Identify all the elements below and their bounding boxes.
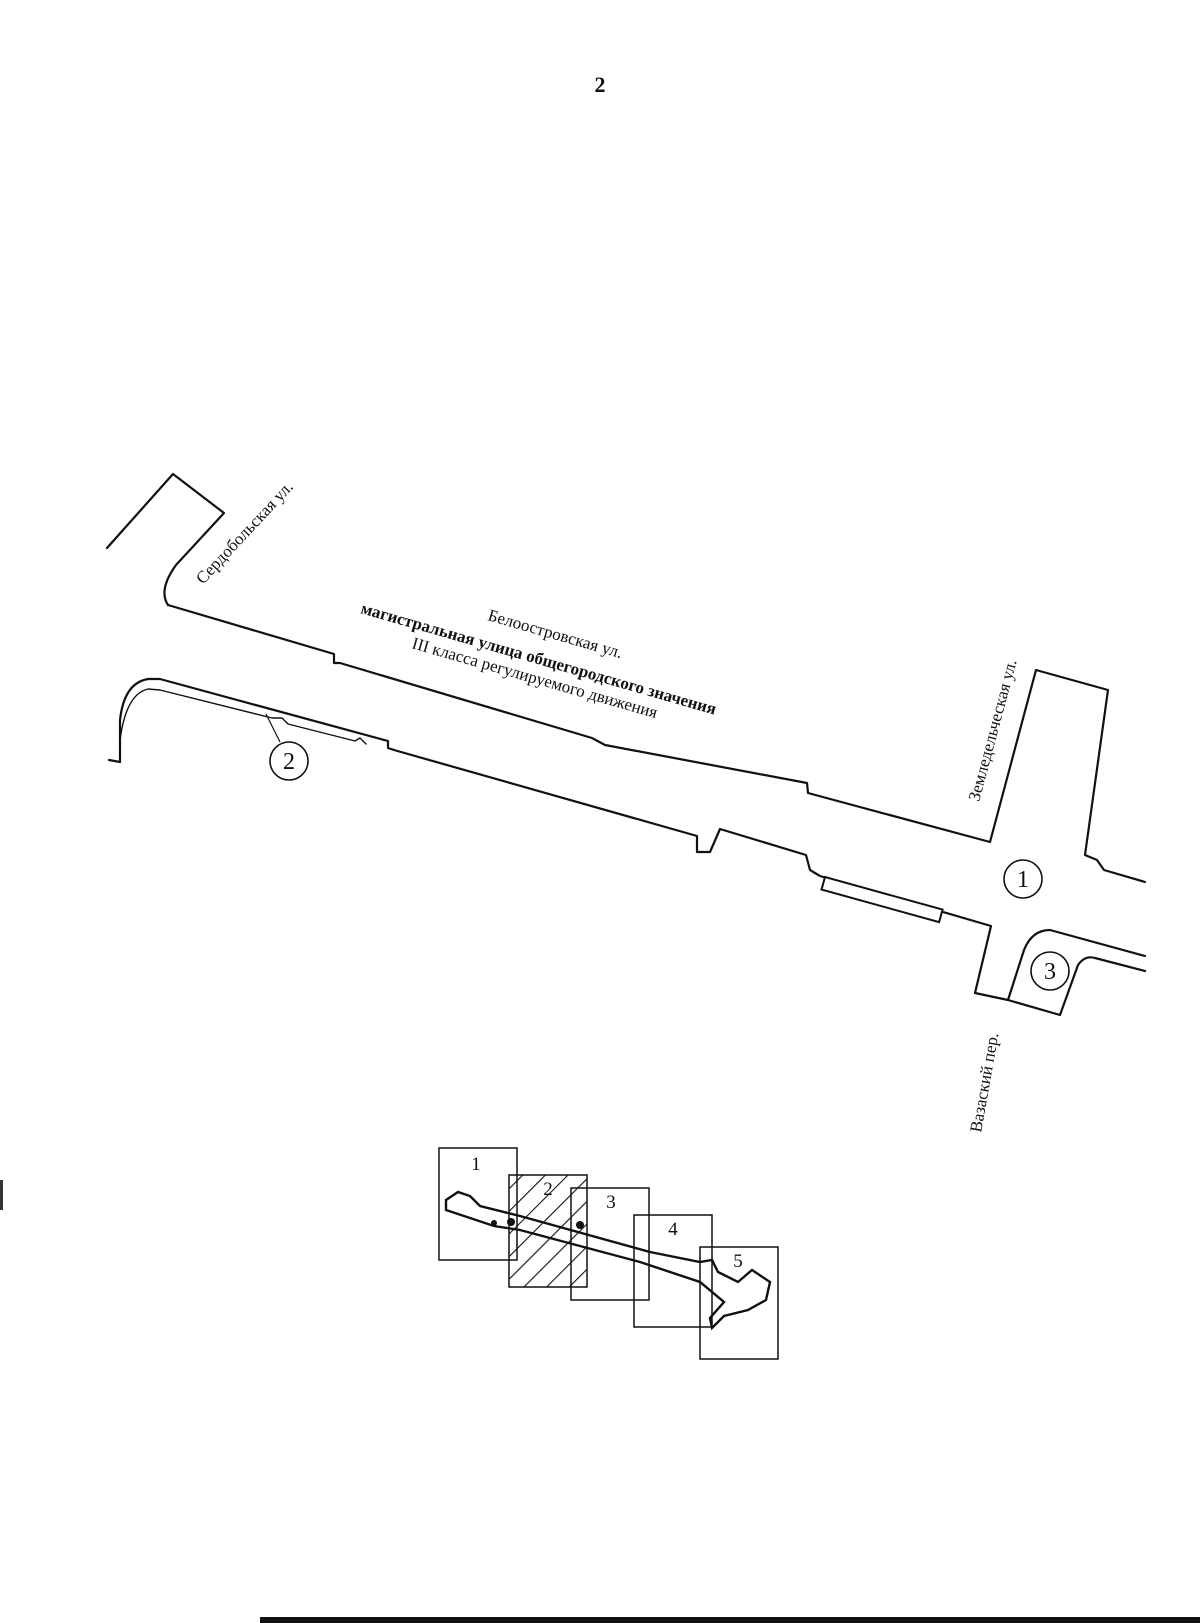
sheet-2 — [508, 1174, 588, 1288]
marker-2-leader — [265, 713, 281, 743]
svg-text:1: 1 — [1017, 867, 1029, 893]
label-vazasky: Вазаский пер. — [966, 1031, 1002, 1134]
marker-1: 1 — [1003, 859, 1043, 899]
sheet-label-3: 3 — [606, 1192, 616, 1213]
serdobolskaya-outline — [105, 472, 226, 607]
marker-3: 3 — [1030, 951, 1070, 991]
page-number: 2 — [594, 72, 606, 97]
scan-edge-mark — [0, 1180, 3, 1210]
label-zemledelcheskaya: Земледельческая ул. — [965, 657, 1021, 803]
vazasky-corner-block — [1006, 956, 1147, 1017]
sheet-5 — [699, 1246, 779, 1360]
svg-text:2: 2 — [283, 749, 295, 775]
beloostrovskaya-south-edge — [107, 677, 1010, 1002]
sheet-1 — [438, 1147, 518, 1261]
median-island — [820, 875, 944, 924]
sheet-label-4: 4 — [668, 1219, 678, 1240]
sheet-label-1: 1 — [471, 1154, 481, 1175]
sheet-label-2: 2 — [543, 1179, 553, 1200]
index-street-silhouette — [444, 1190, 772, 1331]
label-main-desc-1: магистральная улица общегородского значе… — [359, 599, 719, 719]
marker-2: 2 — [269, 741, 309, 781]
sheet-index-map: 1 2 3 4 5 — [438, 1147, 779, 1360]
svg-text:3: 3 — [1044, 959, 1056, 985]
scan-bottom-edge — [260, 1617, 1200, 1623]
sheet-4 — [633, 1214, 713, 1328]
vazasky-corner-inner — [1006, 928, 1147, 1002]
label-serdobolskaya: Сердобольская ул. — [192, 477, 297, 587]
frontage-line — [119, 688, 367, 745]
sheet-3 — [570, 1187, 650, 1301]
sheet-label-5: 5 — [733, 1251, 743, 1272]
beloostrovskaya-north-edge — [166, 603, 1147, 884]
